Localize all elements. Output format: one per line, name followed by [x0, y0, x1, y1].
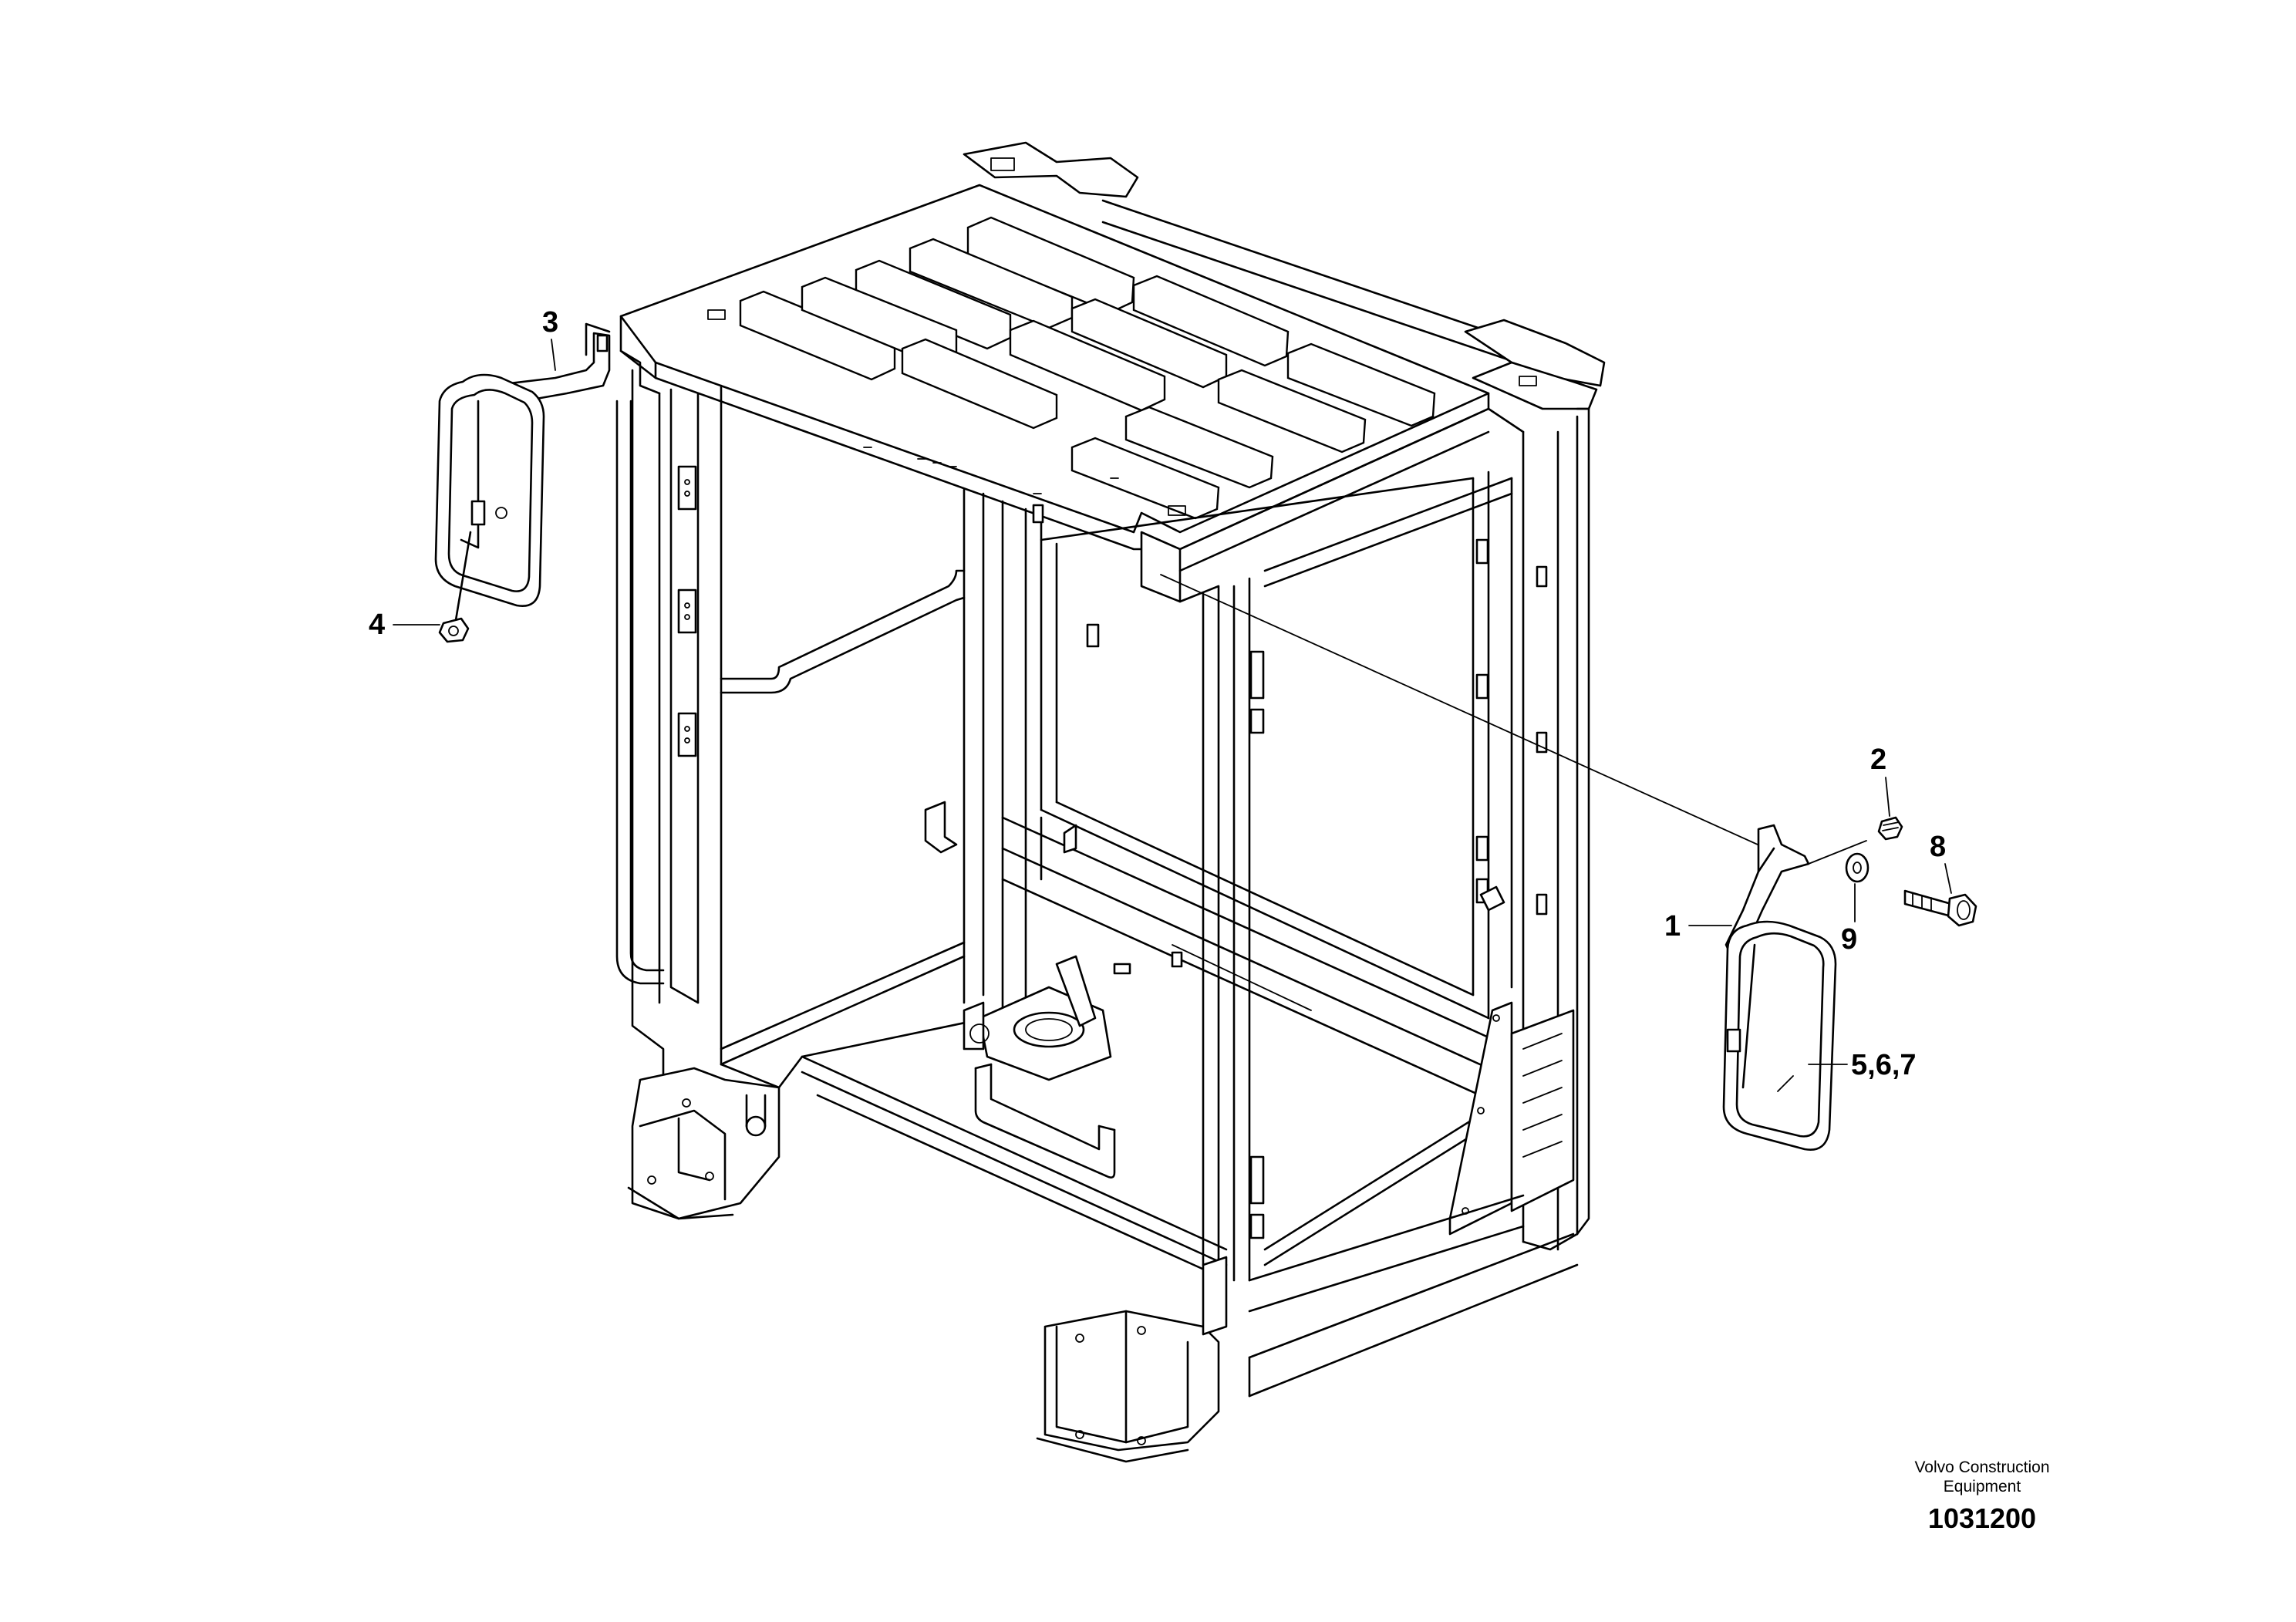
- washer-9: [1845, 852, 1870, 883]
- leader-8: [1944, 863, 1952, 894]
- callouts: 3 4 2 8 9 1 5,6,7: [369, 306, 1952, 1081]
- callout-8: 8: [1930, 831, 1946, 863]
- mirror-bracket-right: [1725, 824, 1810, 958]
- cab-frame: [615, 141, 1606, 1463]
- left-foot-mount: [627, 1067, 781, 1220]
- mirror-left: [434, 373, 545, 608]
- right-mirror-assembly: [1160, 574, 1977, 1152]
- nut-2: [1877, 816, 1903, 841]
- callout-1: 1: [1664, 910, 1681, 943]
- right-step: [1448, 1001, 1513, 1236]
- right-foot-mount: [1036, 1256, 1228, 1463]
- roof-slots: [739, 216, 1436, 520]
- brand-line-2: Equipment: [1943, 1478, 2021, 1496]
- callout-2: 2: [1870, 744, 1886, 776]
- nut-4: [438, 617, 470, 643]
- leader-3: [551, 339, 556, 371]
- brand-line-1: Volvo Construction: [1914, 1458, 2050, 1476]
- left-post-hinges: [677, 465, 697, 757]
- callout-3: 3: [542, 306, 558, 339]
- document-number: 1031200: [1927, 1502, 2037, 1534]
- left-mirror-assembly: [434, 322, 611, 643]
- leader-2: [1885, 777, 1890, 817]
- bolt-8: [1903, 889, 1953, 918]
- callout-9: 9: [1841, 923, 1857, 956]
- callout-4: 4: [369, 609, 385, 641]
- callout-5-6-7: 5,6,7: [1851, 1049, 1917, 1081]
- footer-block: Volvo Construction Equipment 1031200: [1882, 1458, 2082, 1535]
